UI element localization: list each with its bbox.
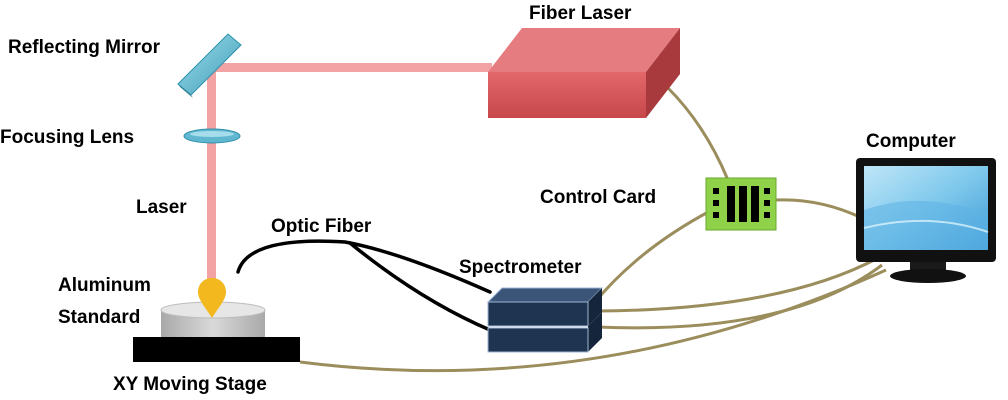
cable-spectrometer-to-computer [596,256,879,313]
label-control-card: Control Card [540,187,656,208]
label-spectrometer: Spectrometer [459,257,582,278]
label-xy-moving-stage: XY Moving Stage [113,374,267,395]
plasma-plume [198,278,226,318]
label-fiber-laser: Fiber Laser [529,3,632,24]
cable-laser-to-card [666,86,730,181]
label-standard: Standard [58,307,140,328]
fiber-laser [488,28,680,118]
label-optic-fiber: Optic Fiber [271,216,372,237]
cables [299,86,887,373]
cable-card-to-computer [774,198,863,220]
reflecting-mirror [177,33,242,98]
label-computer: Computer [866,131,956,152]
beam-horizontal [210,63,492,72]
spectrometer [486,287,604,353]
cable-spectrometer-to-card [593,208,713,303]
optic-fiber [236,239,492,332]
cable-stage-to-computer [299,268,887,373]
label-aluminum: Aluminum [58,275,151,296]
control-card [705,177,777,231]
computer-monitor [856,158,996,283]
laser-beam [207,63,492,284]
label-laser: Laser [136,197,187,218]
label-focusing-lens: Focusing Lens [0,127,134,148]
xy-moving-stage [133,337,300,362]
focusing-lens [183,128,241,144]
fiber-laser-side [646,28,680,118]
label-reflecting-mirror: Reflecting Mirror [8,37,161,58]
beam-vertical [207,72,216,284]
fiber-laser-front [488,72,646,118]
fiber-laser-top [488,28,680,72]
